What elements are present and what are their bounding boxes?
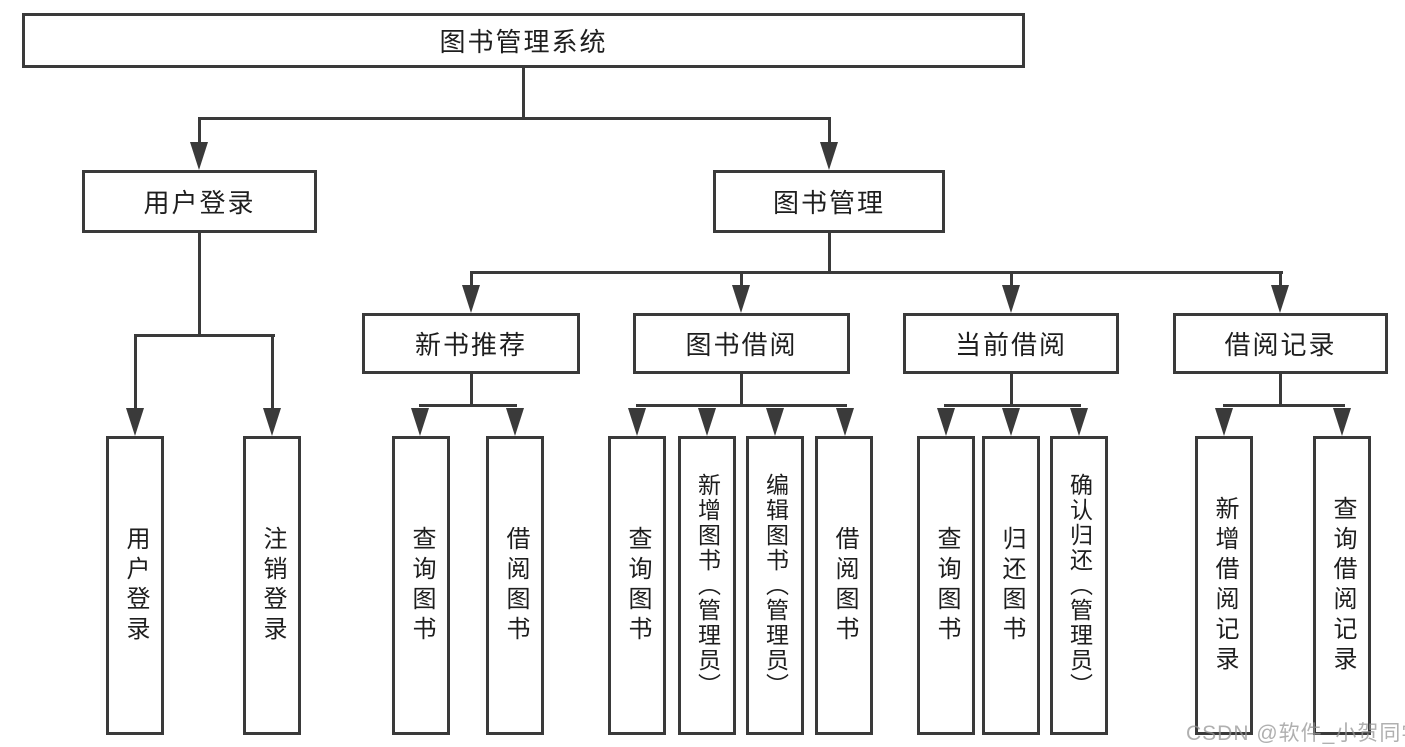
- connector-newbook-vline: [470, 374, 473, 407]
- connector-userlogin-vline: [198, 233, 201, 337]
- leaf-user-login-label: 用户登录: [122, 525, 149, 646]
- leaf-borrow-books-2: 借阅图书: [815, 436, 873, 735]
- leaf-query-books-3-label: 查询图书: [933, 525, 960, 646]
- node-book-management-label: 图书管理: [772, 188, 885, 218]
- arrowhead-icon: [190, 142, 208, 170]
- leaf-edit-book-admin: 编辑图书（管理员）: [746, 436, 804, 735]
- connector-root-vline: [522, 68, 525, 119]
- node-book-borrow: 图书借阅: [633, 313, 850, 374]
- connector-bookmgmt-hline: [470, 271, 1283, 274]
- connector-borrow-vline: [740, 374, 743, 407]
- node-user-login-label: 用户登录: [143, 188, 256, 218]
- arrowhead-icon: [1002, 408, 1020, 436]
- arrowhead-icon: [411, 408, 429, 436]
- leaf-query-books-1-label: 查询图书: [408, 525, 435, 646]
- connector-bookmgmt-vline: [828, 233, 831, 274]
- node-new-book-recommend: 新书推荐: [362, 313, 580, 374]
- node-book-management: 图书管理: [713, 170, 945, 233]
- leaf-borrow-books-2-label: 借阅图书: [831, 525, 858, 646]
- connector-records-vline: [1279, 374, 1282, 407]
- node-book-borrow-label: 图书借阅: [685, 330, 798, 360]
- leaf-add-borrow-record-label: 新增借阅记录: [1211, 495, 1238, 676]
- leaf-logout-label: 注销登录: [259, 525, 286, 646]
- arrowhead-icon: [126, 408, 144, 436]
- connector-current-hline: [944, 404, 1081, 407]
- node-current-borrow-label: 当前借阅: [954, 330, 1067, 360]
- node-new-book-recommend-label: 新书推荐: [414, 330, 527, 360]
- leaf-confirm-return-admin-label: 确认归还（管理员）: [1066, 473, 1093, 698]
- leaf-add-book-admin-label: 新增图书（管理员）: [694, 473, 721, 698]
- leaf-return-book: 归还图书: [982, 436, 1040, 735]
- arrowhead-icon: [628, 408, 646, 436]
- connector-borrow-hline: [636, 404, 847, 407]
- node-user-login: 用户登录: [82, 170, 317, 233]
- leaf-query-books-1: 查询图书: [392, 436, 450, 735]
- arrowhead-icon: [1215, 408, 1233, 436]
- connector-newbook-hline: [419, 404, 517, 407]
- leaf-query-borrow-record-label: 查询借阅记录: [1329, 495, 1356, 676]
- watermark-text: CSDN @软件_小贺同学: [1186, 722, 1405, 745]
- connector-stub: [198, 117, 201, 146]
- leaf-query-books-2: 查询图书: [608, 436, 666, 735]
- arrowhead-icon: [820, 142, 838, 170]
- leaf-query-books-2-label: 查询图书: [624, 525, 651, 646]
- connector-stub: [1279, 271, 1282, 289]
- leaf-add-book-admin: 新增图书（管理员）: [678, 436, 736, 735]
- arrowhead-icon: [698, 408, 716, 436]
- connector-current-vline: [1010, 374, 1013, 407]
- connector-stub: [740, 271, 743, 289]
- connector-root-hline: [198, 117, 831, 120]
- leaf-query-borrow-record: 查询借阅记录: [1313, 436, 1371, 735]
- leaf-query-books-3: 查询图书: [917, 436, 975, 735]
- connector-records-hline: [1223, 404, 1345, 407]
- connector-stub: [1010, 271, 1013, 289]
- leaf-borrow-books-1-label: 借阅图书: [502, 525, 529, 646]
- arrowhead-icon: [1002, 285, 1020, 313]
- node-root: 图书管理系统: [22, 13, 1025, 68]
- arrowhead-icon: [1070, 408, 1088, 436]
- arrowhead-icon: [1333, 408, 1351, 436]
- connector-stub: [134, 334, 137, 412]
- leaf-confirm-return-admin: 确认归还（管理员）: [1050, 436, 1108, 735]
- leaf-logout: 注销登录: [243, 436, 301, 735]
- node-borrow-records-label: 借阅记录: [1224, 330, 1337, 360]
- connector-userlogin-hline: [134, 334, 275, 337]
- arrowhead-icon: [263, 408, 281, 436]
- arrowhead-icon: [836, 408, 854, 436]
- connector-stub: [470, 271, 473, 289]
- arrowhead-icon: [1271, 285, 1289, 313]
- leaf-user-login: 用户登录: [106, 436, 164, 735]
- node-root-label: 图书管理系统: [439, 27, 608, 57]
- arrowhead-icon: [462, 285, 480, 313]
- connector-stub: [271, 334, 274, 412]
- node-borrow-records: 借阅记录: [1173, 313, 1388, 374]
- leaf-add-borrow-record: 新增借阅记录: [1195, 436, 1253, 735]
- leaf-borrow-books-1: 借阅图书: [486, 436, 544, 735]
- node-current-borrow: 当前借阅: [903, 313, 1119, 374]
- connector-stub: [828, 117, 831, 146]
- arrowhead-icon: [766, 408, 784, 436]
- arrowhead-icon: [732, 285, 750, 313]
- leaf-edit-book-admin-label: 编辑图书（管理员）: [762, 473, 789, 698]
- arrowhead-icon: [506, 408, 524, 436]
- arrowhead-icon: [937, 408, 955, 436]
- leaf-return-book-label: 归还图书: [998, 525, 1025, 646]
